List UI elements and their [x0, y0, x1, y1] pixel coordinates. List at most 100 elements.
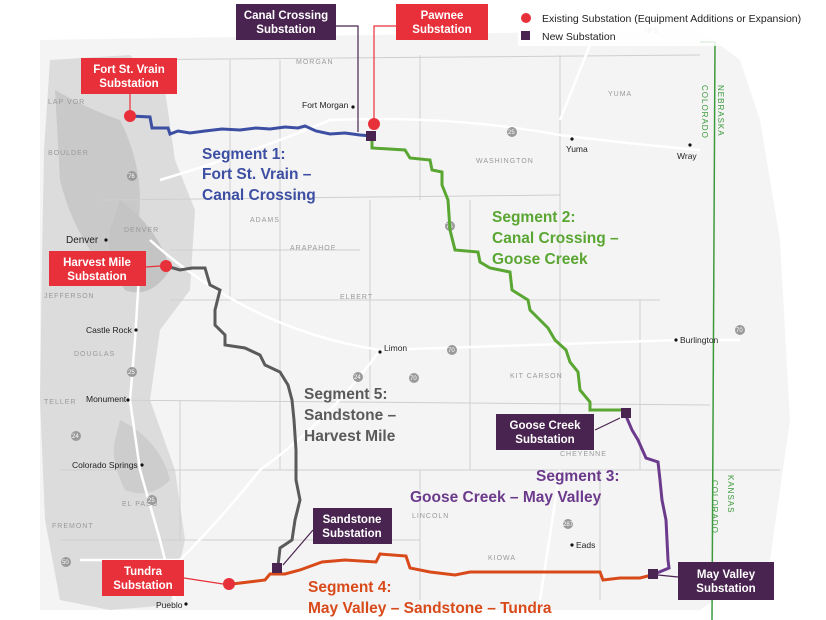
- pawnee-substation-label: Pawnee Substation: [396, 4, 488, 40]
- town-pueblo: Pueblo: [156, 600, 183, 610]
- town-castle-rock: Castle Rock: [86, 325, 133, 335]
- svg-text:Tundra: Tundra: [124, 566, 163, 578]
- legend: Existing Substation (Equipment Additions…: [518, 4, 818, 46]
- segment-2-label: Segment 2: Canal Crossing – Goose Creek: [492, 209, 619, 268]
- svg-text:Segment 3:: Segment 3:: [536, 468, 620, 485]
- transmission-lines: [129, 114, 671, 586]
- svg-text:25: 25: [508, 130, 515, 136]
- svg-text:Fort St. Vrain: Fort St. Vrain: [93, 64, 165, 76]
- towns: Fort Morgan Yuma Wray Denver Castle Rock…: [66, 100, 719, 610]
- segment-5-line: [165, 264, 302, 567]
- segment-2-line: [370, 136, 626, 412]
- highway-shields: 76 76 25 25 25 24 24 70 70 70 287 50: [61, 127, 745, 567]
- leader-lines: [129, 25, 679, 585]
- svg-text:70: 70: [736, 328, 743, 334]
- county-label-arapahoe: ARAPAHOE: [290, 245, 336, 252]
- county-label-kiowa: KIOWA: [488, 555, 516, 562]
- county-label-jefferson: JEFFERSON: [44, 293, 95, 300]
- county-labels: MORGAN YUMA LAP VOR BOULDER WASHINGTON A…: [44, 28, 658, 562]
- svg-text:Fort St. Vrain –: Fort St. Vrain –: [202, 166, 312, 183]
- segment-5-label: Segment 5: Sandstone – Harvest Mile: [304, 386, 397, 445]
- svg-text:Segment 4:: Segment 4:: [308, 579, 392, 596]
- segment-1-label: Segment 1: Fort St. Vrain – Canal Crossi…: [202, 146, 316, 204]
- goose-creek-substation-marker: [621, 408, 631, 418]
- county-label-washington: WASHINGTON: [476, 158, 534, 165]
- svg-text:Canal Crossing –: Canal Crossing –: [492, 230, 619, 247]
- legend-existing-marker: [521, 13, 531, 23]
- segment-3-line: [624, 415, 671, 577]
- svg-text:24: 24: [354, 375, 361, 381]
- svg-text:Canal Crossing: Canal Crossing: [202, 187, 316, 204]
- svg-text:May Valley: May Valley: [697, 569, 756, 581]
- svg-text:Harvest Mile: Harvest Mile: [63, 257, 131, 269]
- town-eads: Eads: [576, 540, 595, 550]
- county-label-elbert: ELBERT: [340, 294, 373, 301]
- county-label-el-paso: EL PASO: [122, 501, 158, 508]
- svg-text:Canal Crossing: Canal Crossing: [244, 10, 328, 22]
- svg-text:Substation: Substation: [322, 528, 381, 540]
- town-denver: Denver: [66, 235, 99, 246]
- town-burlington: Burlington: [680, 335, 719, 345]
- state-label-kansas: KANSAS: [726, 475, 735, 513]
- svg-text:Goose Creek: Goose Creek: [510, 420, 582, 432]
- segment-labels: Segment 1: Fort St. Vrain – Canal Crossi…: [202, 146, 620, 617]
- svg-text:70: 70: [410, 376, 417, 382]
- svg-text:Pawnee: Pawnee: [421, 10, 464, 22]
- highway-shield: 24: [353, 372, 363, 382]
- fort-st-vrain-substation-marker: [124, 110, 136, 122]
- town-wray: Wray: [677, 151, 697, 161]
- county-label-cheyenne: CHEYENNE: [560, 451, 607, 458]
- state-label-colorado-south: COLORADO: [710, 480, 719, 534]
- county-label-morgan: MORGAN: [296, 59, 334, 66]
- svg-text:24: 24: [72, 434, 79, 440]
- county-label-boulder: BOULDER: [48, 150, 89, 157]
- highway-shield: 287: [563, 519, 574, 529]
- svg-text:Segment 5:: Segment 5:: [304, 386, 388, 403]
- highway-shield: 25: [147, 495, 157, 505]
- segment-4-label: Segment 4: May Valley – Sandstone – Tund…: [308, 579, 552, 617]
- county-label-adams: ADAMS: [250, 217, 280, 224]
- substation-markers: [124, 110, 658, 590]
- svg-text:76: 76: [128, 174, 135, 180]
- svg-text:25: 25: [128, 370, 135, 376]
- harvest-mile-substation-label: Harvest Mile Substation: [49, 251, 146, 286]
- state-label-nebraska: NEBRASKA: [716, 85, 725, 137]
- svg-text:Substation: Substation: [412, 24, 471, 36]
- town-colorado-springs: Colorado Springs: [72, 460, 138, 470]
- highway-shield: 70: [447, 345, 457, 355]
- svg-text:Substation: Substation: [256, 24, 315, 36]
- highway-shield: 70: [409, 373, 419, 383]
- county-label-kit-carson: KIT CARSON: [510, 373, 563, 380]
- county-label-denver: DENVER: [124, 227, 159, 234]
- svg-text:Substation: Substation: [99, 78, 158, 90]
- svg-text:Sandstone: Sandstone: [323, 514, 382, 526]
- svg-text:Substation: Substation: [515, 434, 574, 446]
- harvest-mile-substation-marker: [160, 260, 172, 272]
- svg-text:Sandstone –: Sandstone –: [304, 407, 397, 424]
- county-label-yuma: YUMA: [608, 91, 632, 98]
- segment-4-line: [231, 552, 653, 586]
- svg-text:Substation: Substation: [696, 583, 755, 595]
- county-label-douglas: DOUGLAS: [74, 351, 115, 358]
- town-yuma: Yuma: [566, 144, 588, 154]
- segment-1-line: [129, 114, 373, 138]
- tundra-substation-label: Tundra Substation: [102, 560, 184, 596]
- highway-shield: 76: [127, 171, 137, 181]
- svg-text:Substation: Substation: [67, 271, 126, 283]
- county-label-teller: TELLER: [44, 399, 76, 406]
- tundra-substation-marker: [223, 578, 235, 590]
- svg-text:Harvest Mile: Harvest Mile: [304, 428, 396, 445]
- substation-labels: Canal Crossing Substation Pawnee Substat…: [49, 4, 774, 600]
- highway-shield: 50: [61, 557, 71, 567]
- goose-creek-substation-label: Goose Creek Substation: [496, 414, 594, 450]
- highway-shield: 25: [127, 367, 137, 377]
- highway-shield: 25: [507, 127, 517, 137]
- legend-existing-label: Existing Substation (Equipment Additions…: [542, 13, 801, 25]
- segment-3-label: Segment 3: Goose Creek – May Valley: [410, 468, 620, 506]
- svg-text:Goose Creek – May Valley: Goose Creek – May Valley: [410, 489, 602, 506]
- county-label-fremont: FREMONT: [52, 523, 94, 530]
- canal-crossing-substation-label: Canal Crossing Substation: [236, 4, 336, 40]
- sandstone-substation-label: Sandstone Substation: [313, 508, 392, 544]
